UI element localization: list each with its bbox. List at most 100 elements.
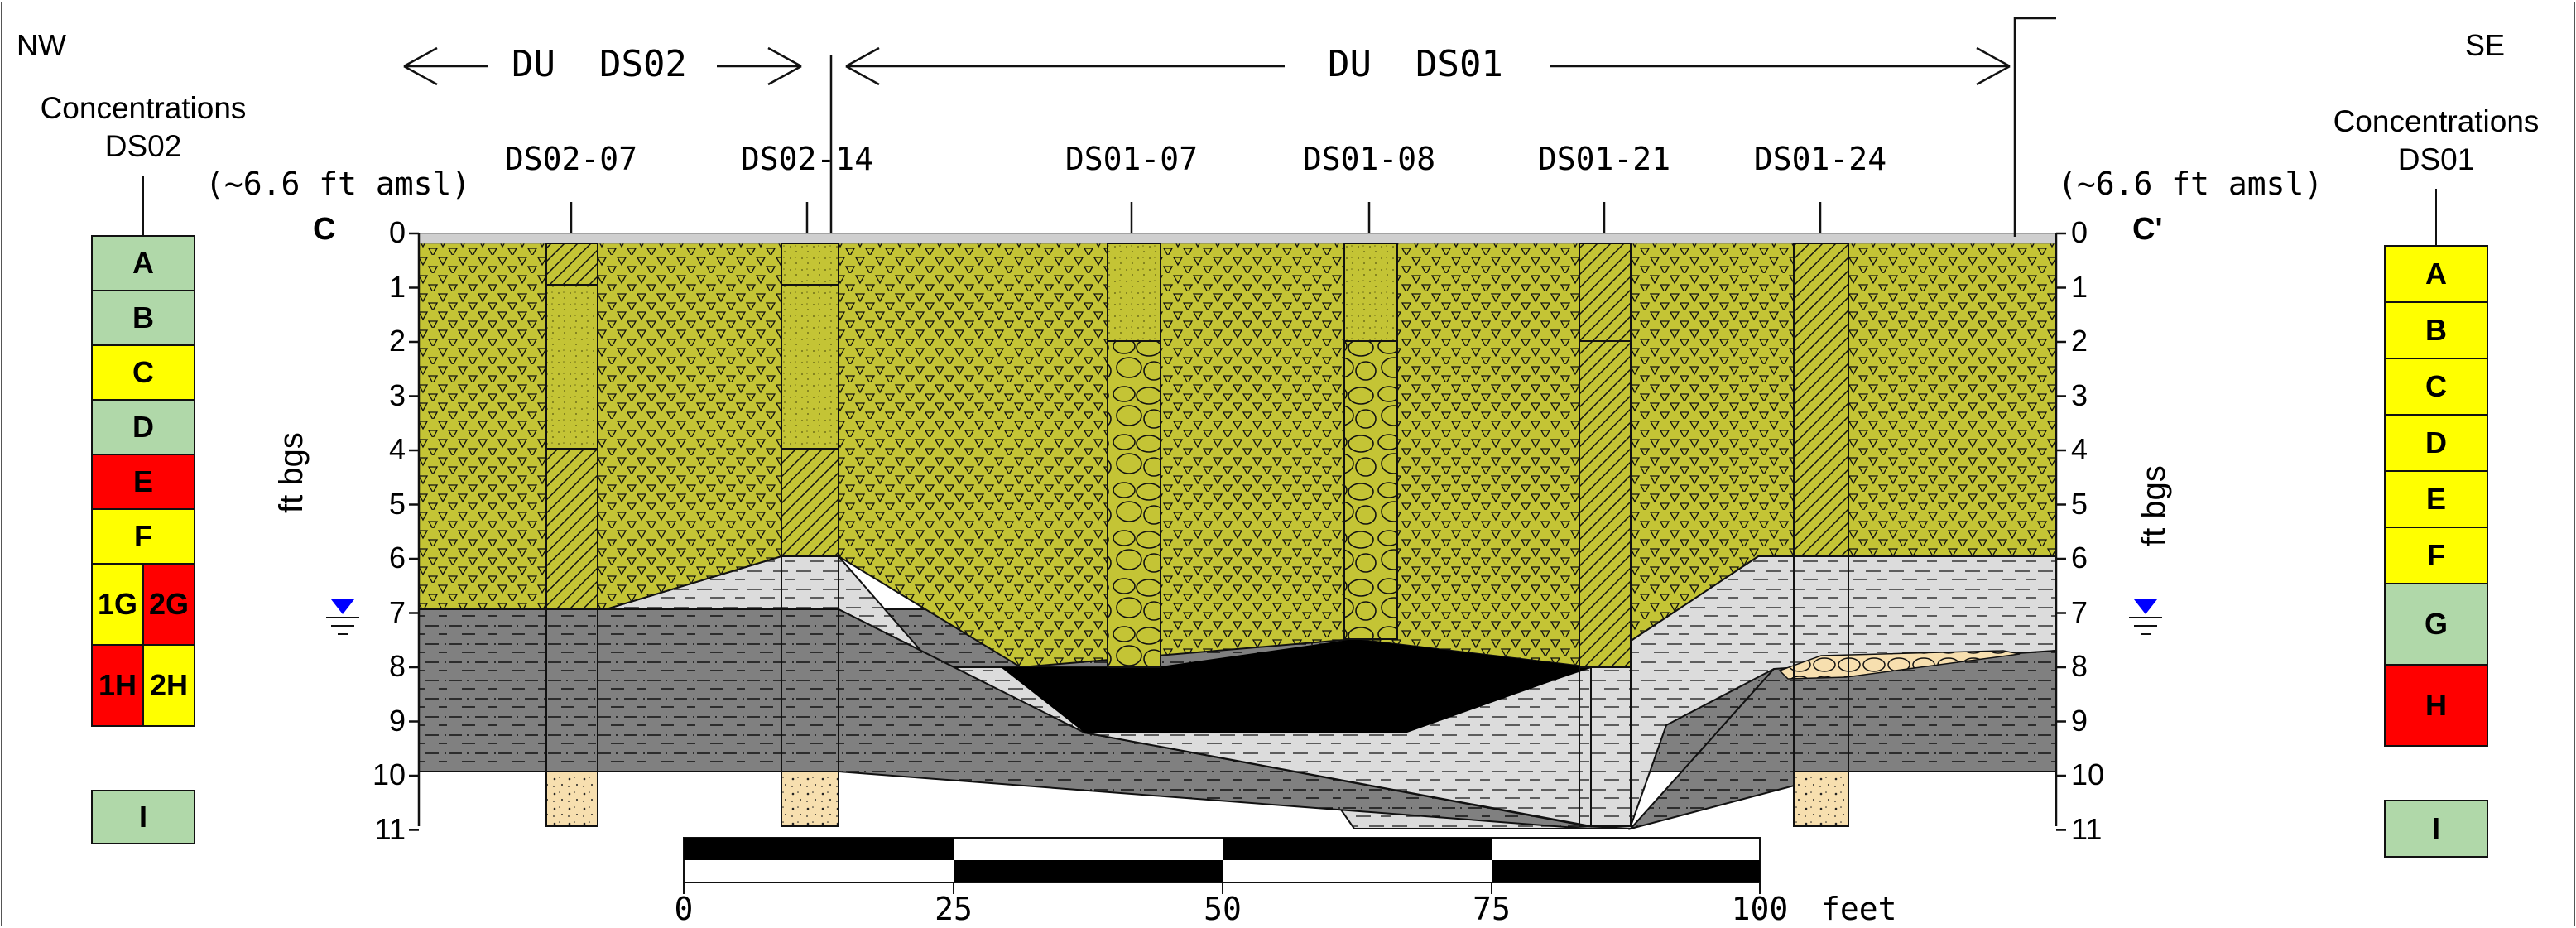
depth-axis-label-left: ft bgs	[273, 432, 310, 513]
boring-ds01-21-interval	[1579, 243, 1632, 342]
scale-bar	[683, 837, 1761, 894]
legend-cell: 1G	[91, 563, 144, 646]
boring-ds02-07-interval	[545, 448, 598, 610]
gravel-lens	[1778, 650, 2021, 680]
legend-ds01-connector	[2435, 189, 2437, 245]
boring-ds01-08-gravel	[1343, 340, 1398, 640]
du-label-ds02: DU DS02	[512, 43, 687, 85]
scale-unit-label: feet	[1821, 891, 1897, 927]
depth-tick-label: 10	[2071, 757, 2105, 791]
legend-cell: D	[91, 399, 195, 455]
water-table-icon	[326, 599, 359, 635]
boring-label: DS02-14	[740, 141, 874, 177]
elevation-right: (~6.6 ft amsl)	[2058, 166, 2324, 202]
legend-ds02: Concentrations DS02	[17, 91, 270, 164]
legend-cell: 1H	[91, 644, 144, 727]
legend-ds01: Concentrations DS01	[2309, 104, 2563, 177]
depth-axis-left	[409, 232, 421, 831]
ground-surface	[418, 233, 2057, 244]
legend-cell: A	[91, 235, 195, 291]
depth-tick-label: 0	[2071, 215, 2088, 249]
scale-tick-label: 0	[674, 891, 694, 927]
dark-clay-lower	[418, 608, 1632, 829]
boring-label: DS01-08	[1302, 141, 1436, 177]
depth-tick-label: 11	[374, 811, 406, 846]
decision-unit-arrows	[403, 17, 2056, 237]
depth-tick-label: 3	[2071, 377, 2088, 412]
boring-label: DS01-07	[1065, 141, 1199, 177]
legend-cell: I	[91, 790, 195, 844]
depth-tick-label: 5	[388, 486, 406, 521]
scale-tick-label: 25	[935, 891, 973, 927]
elevation-left: (~6.6 ft amsl)	[205, 166, 471, 202]
boring-ds01-24-interval	[1793, 243, 1849, 557]
scale-tick-label: 50	[1204, 891, 1242, 927]
orientation-left: NW	[17, 28, 66, 62]
depth-tick-label: 4	[2071, 432, 2088, 466]
legend-cell: I	[2384, 800, 2488, 858]
black-layer	[1001, 639, 1591, 733]
legend-cell: E	[91, 454, 195, 510]
legend-cell: G	[2384, 583, 2488, 666]
boring-label: DS02-07	[504, 141, 638, 177]
depth-tick-label: 2	[2071, 324, 2088, 358]
depth-axis-right	[2055, 232, 2066, 831]
depth-tick-label: 2	[388, 324, 406, 358]
legend-cell: C	[2384, 358, 2488, 416]
boring-ds02-07-sand	[545, 771, 598, 827]
legend-cell: B	[91, 290, 195, 346]
legend-cell: A	[2384, 245, 2488, 303]
depth-axis-label-right: ft bgs	[2136, 465, 2172, 546]
boring-label: DS01-24	[1753, 141, 1887, 177]
boring-label: DS01-21	[1537, 141, 1671, 177]
depth-tick-label: 1	[2071, 269, 2088, 304]
legend-cell: F	[2384, 527, 2488, 584]
legend-cell: D	[2384, 414, 2488, 472]
depth-tick-label: 6	[388, 541, 406, 575]
legend-cell: 2H	[142, 644, 195, 727]
legend-cell: C	[91, 344, 195, 401]
du-label-ds01: DU DS01	[1328, 43, 1503, 85]
legend-cell: E	[2384, 470, 2488, 528]
scale-tick-label: 100	[1731, 891, 1789, 927]
depth-tick-label: 9	[2071, 703, 2088, 738]
boring-ds02-07-interval	[545, 284, 598, 450]
boring-ds02-14-interval	[781, 284, 839, 450]
depth-tick-label: 1	[388, 269, 406, 304]
legend-cell: 2G	[142, 563, 195, 646]
boring-ds01-24-sand	[1793, 771, 1849, 827]
legend-cell: F	[91, 508, 195, 565]
depth-tick-label: 6	[2071, 541, 2088, 575]
boring-columns	[545, 202, 1849, 827]
boring-ds02-07-interval	[545, 243, 598, 286]
legend-ds02-subtitle: DS02	[104, 129, 182, 163]
boring-ds02-14-sand	[781, 771, 839, 827]
section-end-label: C'	[2132, 212, 2163, 247]
boring-ds01-07-gravel	[1107, 340, 1161, 668]
water-table-icon	[2129, 599, 2162, 635]
depth-tick-label: 9	[388, 703, 406, 738]
scale-tick-label: 75	[1473, 891, 1511, 927]
legend-ds01-title: Concentrations	[2333, 104, 2540, 138]
legend-ds01-subtitle: DS01	[2397, 142, 2475, 176]
orientation-right: SE	[2465, 28, 2506, 62]
boring-ds01-21-interval	[1579, 340, 1632, 668]
depth-tick-label: 5	[2071, 486, 2088, 521]
depth-tick-label: 3	[388, 377, 406, 412]
depth-tick-label: 4	[388, 432, 406, 466]
depth-tick-label: 0	[388, 215, 406, 249]
boring-ds02-14-interval	[781, 448, 839, 557]
depth-tick-label: 7	[2071, 594, 2088, 629]
depth-tick-label: 8	[2071, 649, 2088, 683]
depth-tick-label: 11	[2071, 811, 2103, 846]
section-start-label: C	[313, 212, 336, 247]
legend-ds02-connector	[142, 176, 144, 235]
depth-tick-label: 8	[388, 649, 406, 683]
boring-ds02-14-interval	[781, 243, 839, 286]
boring-ds01-21-interval	[1579, 666, 1632, 827]
depth-tick-label: 7	[388, 594, 406, 629]
legend-cell: H	[2384, 664, 2488, 747]
legend-cell: B	[2384, 301, 2488, 359]
boring-ds01-08-interval	[1343, 243, 1398, 342]
